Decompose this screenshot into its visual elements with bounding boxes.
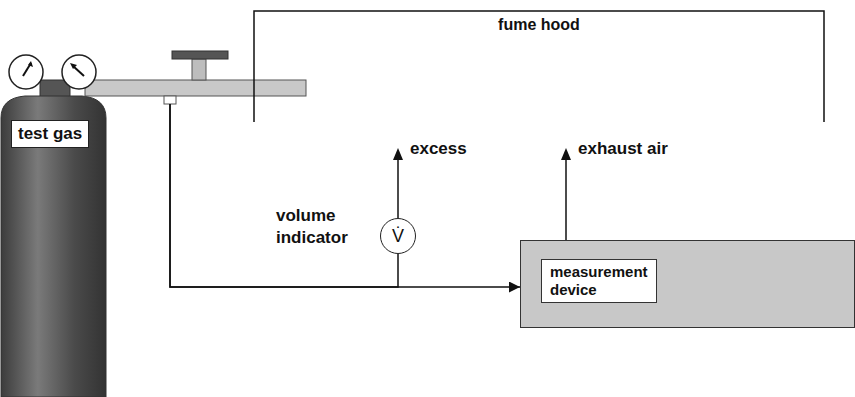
exhaust-arrow xyxy=(565,160,567,240)
node-text: fume hood xyxy=(253,16,825,34)
flow-label: exhaust air xyxy=(578,138,668,160)
volume-indicator: V̇ xyxy=(380,218,416,254)
excess-arrow xyxy=(397,160,399,218)
valve-stem xyxy=(192,59,206,80)
pressure-gauge xyxy=(62,55,96,89)
gauge-needle xyxy=(73,66,84,76)
exhaust-arrowhead xyxy=(561,148,571,160)
excess-arrowhead xyxy=(393,148,403,160)
valve-knob xyxy=(172,51,228,59)
pressure-gauge xyxy=(9,55,43,89)
part-label: volume indicator xyxy=(276,205,348,249)
regulator-bar xyxy=(85,80,306,96)
node-text: V̇ xyxy=(392,227,404,245)
flow-label: excess xyxy=(410,138,467,160)
gauge-needle-tip xyxy=(28,61,33,67)
gas-cylinder-assembly: test gas xyxy=(0,48,310,397)
gas-line xyxy=(170,104,398,287)
hood-bracket xyxy=(254,11,824,122)
gas-cylinder xyxy=(1,96,106,397)
fume-hood: fume hood xyxy=(253,10,825,122)
node-text: test gas xyxy=(11,120,89,148)
gauge-needle-tip xyxy=(70,63,77,69)
outlet-fitting xyxy=(164,96,176,104)
node-text: measurement device xyxy=(541,259,657,303)
measurement-device: measurement device xyxy=(520,240,855,328)
gas-line xyxy=(170,104,520,287)
